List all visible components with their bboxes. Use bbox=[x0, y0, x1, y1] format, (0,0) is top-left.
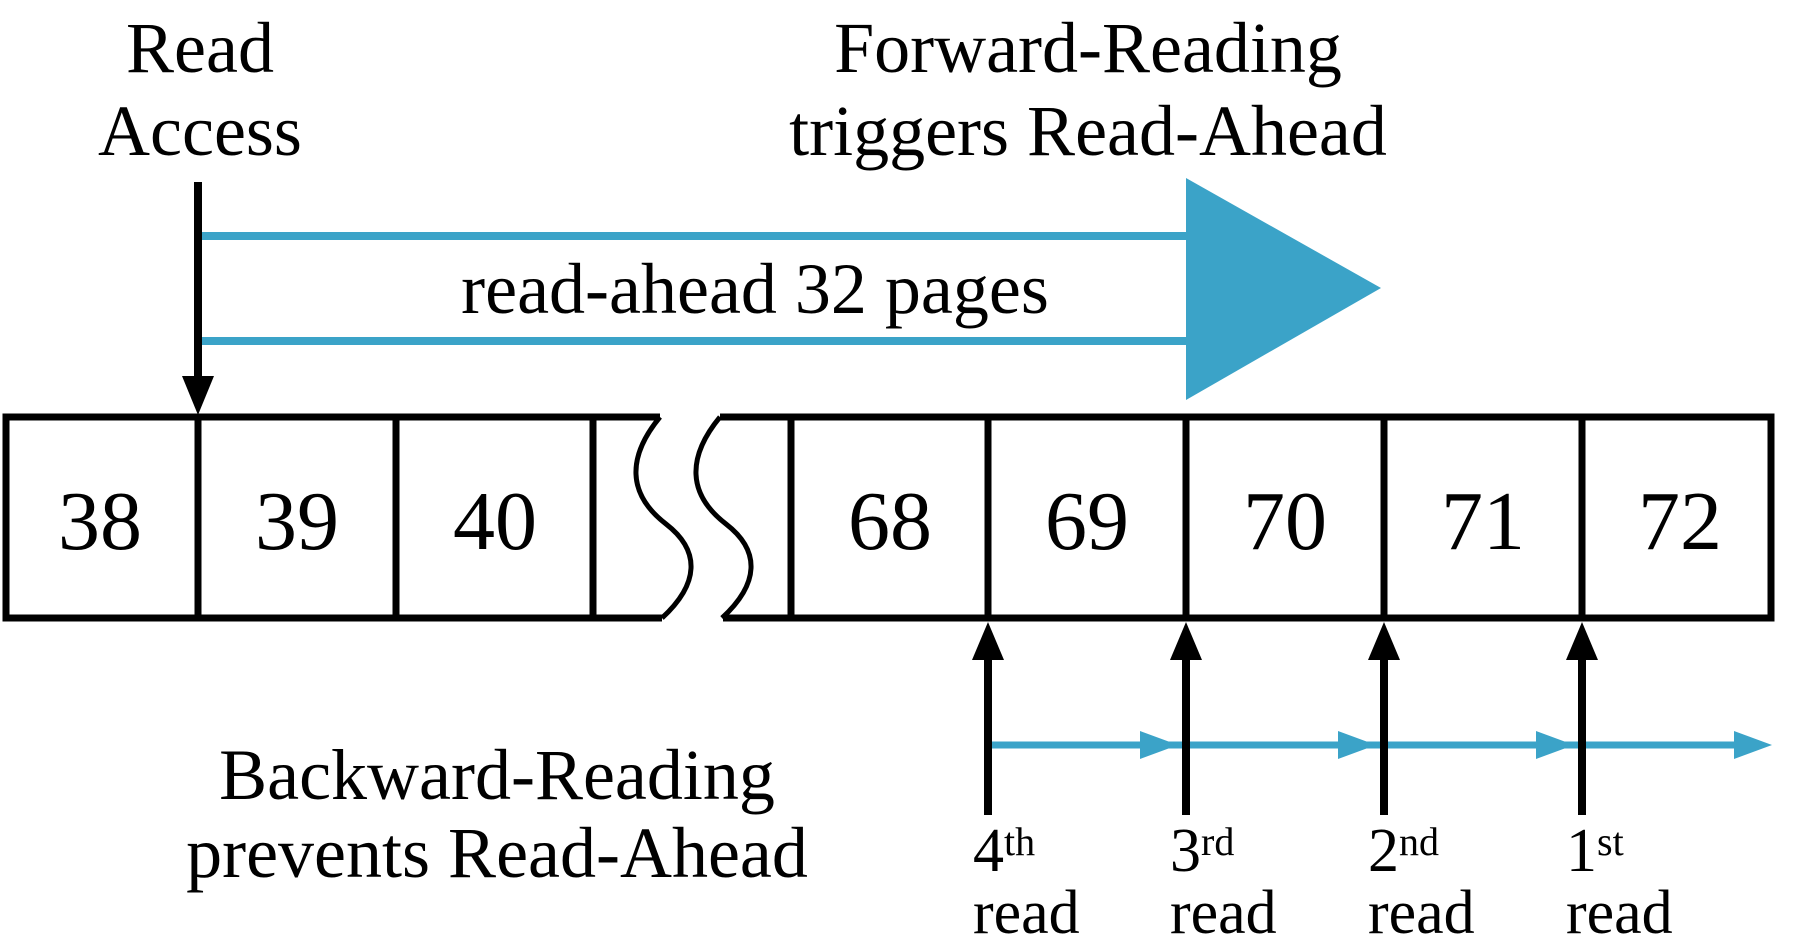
read-order-label-2nd: 2nd read bbox=[1368, 819, 1475, 947]
read-order-label-1st: 1st read bbox=[1566, 819, 1673, 947]
page-cell-68: 68 bbox=[848, 475, 932, 568]
read-ordinal-suffix: rd bbox=[1201, 819, 1235, 864]
page-strip bbox=[2, 413, 1775, 622]
read-ordinal: 4th bbox=[973, 819, 1080, 882]
read-ordinal-suffix: st bbox=[1597, 819, 1624, 864]
torn-edge-left bbox=[633, 415, 694, 620]
backward-reading-label-line1: Backward-Reading bbox=[219, 735, 775, 815]
sequence-arrowhead-icon bbox=[1140, 731, 1178, 759]
torn-edge-right bbox=[693, 415, 754, 620]
sequence-arrowhead-icon bbox=[1338, 731, 1376, 759]
page-cell-40: 40 bbox=[453, 475, 537, 568]
read-up-arrow-4th bbox=[972, 622, 1004, 815]
read-up-arrows bbox=[972, 622, 1598, 815]
read-word: read bbox=[973, 879, 1080, 947]
backward-read-sequence-arrow bbox=[988, 731, 1772, 759]
forward-reading-label-line2: triggers Read-Ahead bbox=[789, 91, 1387, 171]
read-order-label-4th: 4th read bbox=[973, 819, 1080, 947]
page-cell-72: 72 bbox=[1638, 475, 1722, 568]
page-cell-38: 38 bbox=[58, 475, 142, 568]
read-ordinal: 1st bbox=[1566, 819, 1673, 882]
read-word: read bbox=[1368, 879, 1475, 947]
sequence-arrowhead-icon bbox=[1536, 731, 1574, 759]
read-ahead-arrow bbox=[202, 178, 1381, 400]
read-ordinal-number: 3 bbox=[1170, 817, 1201, 885]
read-ordinal: 3rd bbox=[1170, 819, 1277, 882]
read-access-arrow bbox=[182, 182, 214, 415]
read-access-label-line1: Read bbox=[126, 8, 274, 88]
page-cell-71: 71 bbox=[1441, 475, 1525, 568]
read-word: read bbox=[1566, 879, 1673, 947]
read-up-arrow-2nd bbox=[1368, 622, 1400, 815]
read-ahead-pages-label: read-ahead 32 pages bbox=[461, 249, 1049, 329]
page-cell-70: 70 bbox=[1243, 475, 1327, 568]
read-access-arrowhead-icon bbox=[182, 376, 214, 415]
read-ordinal-suffix: th bbox=[1004, 819, 1036, 864]
sequence-arrowhead-icon bbox=[1734, 731, 1772, 759]
read-ordinal: 2nd bbox=[1368, 819, 1475, 882]
up-arrowhead-icon bbox=[1566, 622, 1598, 660]
read-order-label-3rd: 3rd read bbox=[1170, 819, 1277, 947]
up-arrowhead-icon bbox=[1368, 622, 1400, 660]
read-ordinal-number: 2 bbox=[1368, 817, 1399, 885]
read-up-arrow-1st bbox=[1566, 622, 1598, 815]
read-access-label-line2: Access bbox=[98, 91, 302, 171]
read-word: read bbox=[1170, 879, 1277, 947]
backward-reading-label-line2: prevents Read-Ahead bbox=[186, 813, 808, 893]
up-arrowhead-icon bbox=[972, 622, 1004, 660]
page-cell-39: 39 bbox=[255, 475, 339, 568]
forward-reading-label-line1: Forward-Reading bbox=[834, 8, 1342, 88]
read-up-arrow-3rd bbox=[1170, 622, 1202, 815]
read-ordinal-number: 1 bbox=[1566, 817, 1597, 885]
read-ordinal-number: 4 bbox=[973, 817, 1004, 885]
up-arrowhead-icon bbox=[1170, 622, 1202, 660]
read-ahead-arrowhead-icon bbox=[1186, 178, 1381, 400]
page-cell-69: 69 bbox=[1045, 475, 1129, 568]
read-ordinal-suffix: nd bbox=[1399, 819, 1439, 864]
